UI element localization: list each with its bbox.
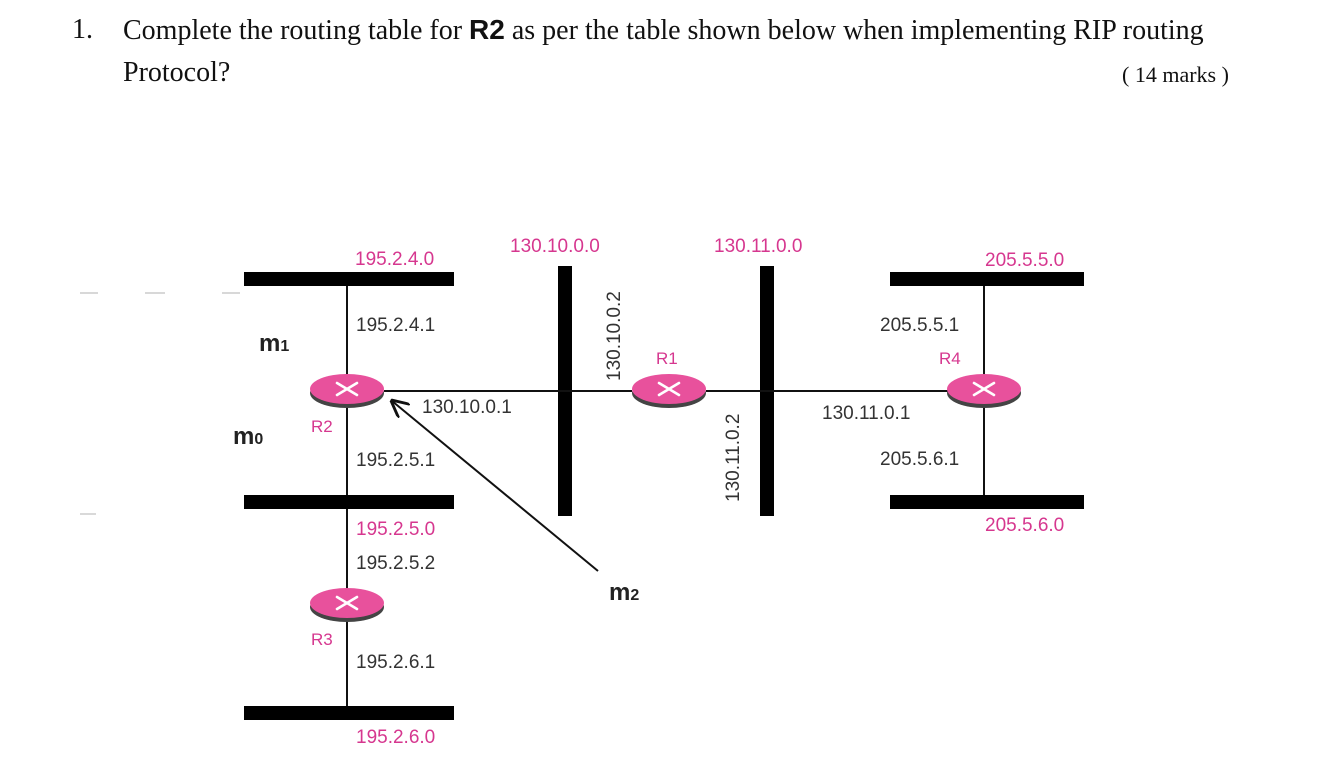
label-net-130-10-0-0: 130.10.0.0	[510, 236, 600, 257]
router-r3	[310, 588, 384, 622]
question-line2: Protocol?	[123, 57, 231, 88]
bus-195-2-4	[244, 272, 454, 286]
bus-195-2-5	[244, 495, 454, 509]
question-text: Complete the routing table for R2 as per…	[123, 14, 1313, 47]
port-m0-sub: 0	[254, 431, 263, 448]
bus-205-5-6	[890, 495, 1084, 509]
label-net-195-2-5-0: 195.2.5.0	[356, 519, 435, 540]
label-net-205-5-5-0: 205.5.5.0	[985, 250, 1064, 271]
question-number: 1.	[72, 14, 93, 45]
label-router-r2: R2	[311, 417, 333, 436]
question-text-after: as per the table shown below when implem…	[504, 15, 1204, 46]
links	[346, 286, 985, 706]
bus-195-2-6	[244, 706, 454, 720]
bus-205-5-5	[890, 272, 1084, 286]
router-r4	[947, 374, 1021, 408]
port-m1-base: m	[259, 330, 280, 357]
label-ip-130-11-0-1: 130.11.0.1	[822, 403, 910, 424]
label-ip-205-5-6-1: 205.5.6.1	[880, 449, 959, 470]
port-m1-sub: 1	[280, 338, 289, 355]
question-marks: ( 14 marks )	[1122, 62, 1229, 87]
router-r2	[310, 374, 384, 408]
scan-artifacts	[80, 292, 240, 515]
label-ip-130-10-0-2: 130.10.0.2	[604, 291, 625, 381]
label-ip-195-2-6-1: 195.2.6.1	[356, 652, 435, 673]
label-router-r1: R1	[656, 349, 678, 368]
router-r1	[632, 374, 706, 408]
port-m0-base: m	[233, 423, 254, 450]
label-net-195-2-6-0: 195.2.6.0	[356, 727, 435, 748]
label-net-205-5-6-0: 205.5.6.0	[985, 515, 1064, 536]
port-m2-sub: 2	[630, 587, 639, 604]
label-ip-130-11-0-2: 130.11.0.2	[723, 414, 744, 502]
question-text-before: Complete the routing table for	[123, 15, 470, 46]
label-router-r3: R3	[311, 630, 333, 649]
label-ip-195-2-4-1: 195.2.4.1	[356, 315, 435, 336]
m2-pointer	[392, 401, 599, 572]
label-port-m0: m0	[233, 423, 263, 450]
port-m2-base: m	[609, 579, 630, 606]
label-port-m2: m2	[609, 579, 639, 606]
label-ip-195-2-5-2: 195.2.5.2	[356, 553, 435, 574]
label-ip-195-2-5-1: 195.2.5.1	[356, 450, 435, 471]
question-router: R2	[469, 14, 505, 45]
label-router-r4: R4	[939, 349, 961, 368]
label-port-m1: m1	[259, 330, 289, 357]
label-ip-205-5-5-1: 205.5.5.1	[880, 315, 959, 336]
label-ip-130-10-0-1: 130.10.0.1	[422, 397, 512, 418]
network-buses	[244, 266, 1084, 720]
label-net-130-11-0-0: 130.11.0.0	[714, 236, 802, 257]
label-net-195-2-4-0: 195.2.4.0	[355, 249, 434, 270]
